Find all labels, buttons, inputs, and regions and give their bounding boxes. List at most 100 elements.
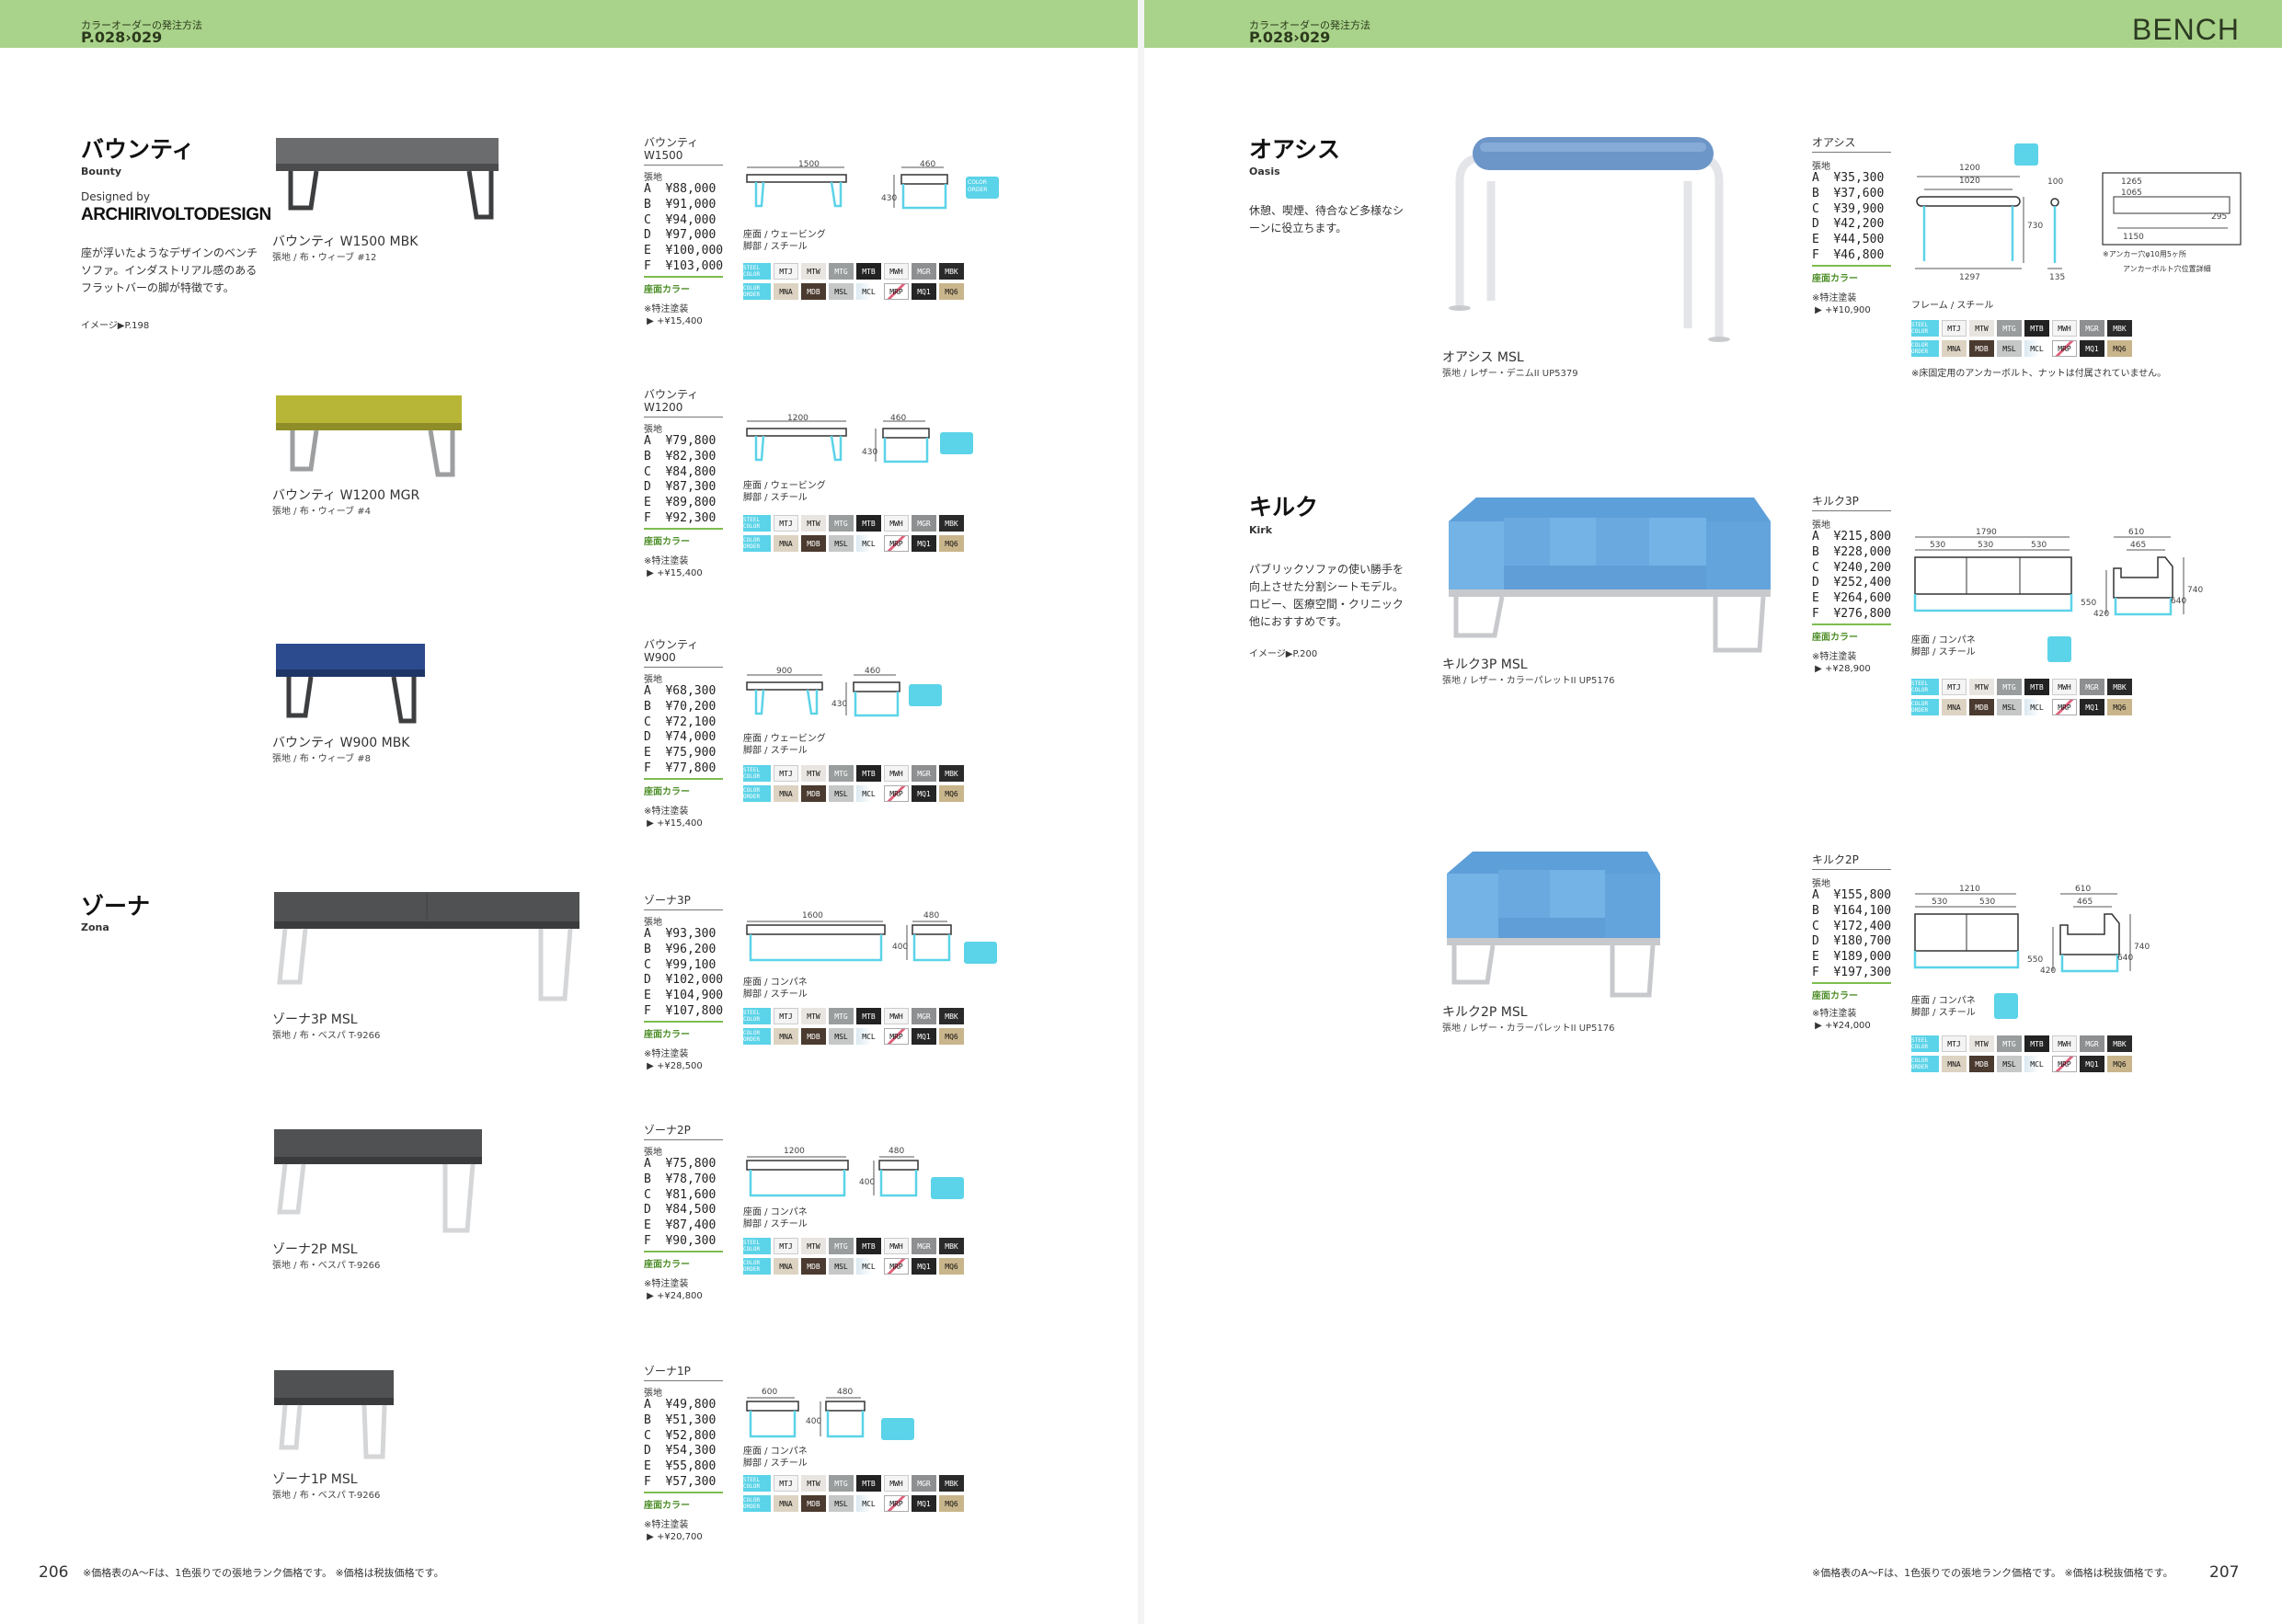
swatch-mbk[interactable]: MBK xyxy=(939,263,964,280)
swatch-mq1[interactable]: MQ1 xyxy=(912,785,936,802)
swatch-mbk[interactable]: MBK xyxy=(939,515,964,532)
swatch-mtb[interactable]: MTB xyxy=(856,1008,881,1024)
swatch-mtb[interactable]: MTB xyxy=(856,1238,881,1254)
swatch-mtj[interactable]: MTJ xyxy=(1942,679,1967,695)
swatch-msl[interactable]: MSL xyxy=(1997,699,2022,715)
swatch-mcl[interactable]: MCL xyxy=(856,1028,881,1045)
swatch-mcl[interactable]: MCL xyxy=(856,1495,881,1512)
swatch-mcl[interactable]: MCL xyxy=(856,535,881,552)
swatch-mtj[interactable]: MTJ xyxy=(774,765,798,782)
swatch-mna[interactable]: MNA xyxy=(774,283,798,300)
swatch-mtj[interactable]: MTJ xyxy=(1942,320,1967,337)
swatch-mbk[interactable]: MBK xyxy=(2107,320,2132,337)
swatch-mtj[interactable]: MTJ xyxy=(774,515,798,532)
swatch-mtg[interactable]: MTG xyxy=(829,1238,854,1254)
swatch-mtg[interactable]: MTG xyxy=(829,1475,854,1492)
swatch-mtj[interactable]: MTJ xyxy=(774,1238,798,1254)
swatch-mq6[interactable]: MQ6 xyxy=(939,1028,964,1045)
swatch-mtg[interactable]: MTG xyxy=(829,1008,854,1024)
swatch-mbk[interactable]: MBK xyxy=(2107,679,2132,695)
swatch-mtg[interactable]: MTG xyxy=(829,765,854,782)
swatch-mtb[interactable]: MTB xyxy=(856,1475,881,1492)
swatch-mq1[interactable]: MQ1 xyxy=(912,1028,936,1045)
swatch-mtw[interactable]: MTW xyxy=(1969,320,1994,337)
swatch-mrp[interactable]: MRP xyxy=(884,785,909,802)
swatch-mgr[interactable]: MGR xyxy=(2080,679,2104,695)
swatch-mtg[interactable]: MTG xyxy=(829,263,854,280)
swatch-mtj[interactable]: MTJ xyxy=(1942,1035,1967,1052)
swatch-mcl[interactable]: MCL xyxy=(856,785,881,802)
swatch-mtw[interactable]: MTW xyxy=(801,1238,826,1254)
swatch-mwh[interactable]: MWH xyxy=(884,1238,909,1254)
swatch-msl[interactable]: MSL xyxy=(829,535,854,552)
swatch-mtb[interactable]: MTB xyxy=(2024,1035,2049,1052)
bounty-image-ref[interactable]: イメージ▶P.198 xyxy=(81,321,150,331)
swatch-mq6[interactable]: MQ6 xyxy=(939,1258,964,1275)
swatch-mtb[interactable]: MTB xyxy=(2024,320,2049,337)
swatch-mwh[interactable]: MWH xyxy=(884,263,909,280)
swatch-mbk[interactable]: MBK xyxy=(939,1008,964,1024)
swatch-mtb[interactable]: MTB xyxy=(856,765,881,782)
swatch-mcl[interactable]: MCL xyxy=(856,1258,881,1275)
swatch-mna[interactable]: MNA xyxy=(774,535,798,552)
swatch-mgr[interactable]: MGR xyxy=(912,765,936,782)
swatch-mbk[interactable]: MBK xyxy=(939,1475,964,1492)
swatch-mgr[interactable]: MGR xyxy=(912,263,936,280)
swatch-mrp[interactable]: MRP xyxy=(884,1258,909,1275)
swatch-mrp[interactable]: MRP xyxy=(884,1495,909,1512)
swatch-mtw[interactable]: MTW xyxy=(801,1475,826,1492)
swatch-mwh[interactable]: MWH xyxy=(884,1008,909,1024)
swatch-mq1[interactable]: MQ1 xyxy=(912,535,936,552)
swatch-mna[interactable]: MNA xyxy=(774,1495,798,1512)
swatch-mdb[interactable]: MDB xyxy=(801,283,826,300)
swatch-mwh[interactable]: MWH xyxy=(884,765,909,782)
swatch-mbk[interactable]: MBK xyxy=(2107,1035,2132,1052)
swatch-mdb[interactable]: MDB xyxy=(1969,699,1994,715)
swatch-mrp[interactable]: MRP xyxy=(2052,699,2077,715)
swatch-msl[interactable]: MSL xyxy=(829,1258,854,1275)
swatch-mq6[interactable]: MQ6 xyxy=(2107,699,2132,715)
swatch-mdb[interactable]: MDB xyxy=(1969,340,1994,357)
swatch-mtb[interactable]: MTB xyxy=(856,263,881,280)
swatch-mna[interactable]: MNA xyxy=(1942,699,1967,715)
swatch-mdb[interactable]: MDB xyxy=(801,785,826,802)
swatch-mtw[interactable]: MTW xyxy=(801,515,826,532)
swatch-mq1[interactable]: MQ1 xyxy=(2080,340,2104,357)
swatch-mgr[interactable]: MGR xyxy=(2080,320,2104,337)
swatch-mcl[interactable]: MCL xyxy=(2024,699,2049,715)
swatch-mdb[interactable]: MDB xyxy=(1969,1056,1994,1072)
swatch-mtw[interactable]: MTW xyxy=(1969,679,1994,695)
swatch-mcl[interactable]: MCL xyxy=(2024,340,2049,357)
swatch-mtg[interactable]: MTG xyxy=(1997,320,2022,337)
swatch-mna[interactable]: MNA xyxy=(1942,1056,1967,1072)
swatch-mq1[interactable]: MQ1 xyxy=(912,1258,936,1275)
swatch-mtb[interactable]: MTB xyxy=(2024,679,2049,695)
swatch-mna[interactable]: MNA xyxy=(774,785,798,802)
swatch-mgr[interactable]: MGR xyxy=(912,515,936,532)
swatch-mbk[interactable]: MBK xyxy=(939,765,964,782)
swatch-mq6[interactable]: MQ6 xyxy=(939,785,964,802)
swatch-mq1[interactable]: MQ1 xyxy=(2080,1056,2104,1072)
swatch-mwh[interactable]: MWH xyxy=(2052,320,2077,337)
swatch-mwh[interactable]: MWH xyxy=(884,1475,909,1492)
swatch-mrp[interactable]: MRP xyxy=(884,283,909,300)
swatch-mq6[interactable]: MQ6 xyxy=(2107,340,2132,357)
swatch-mbk[interactable]: MBK xyxy=(939,1238,964,1254)
swatch-mrp[interactable]: MRP xyxy=(2052,340,2077,357)
swatch-mgr[interactable]: MGR xyxy=(2080,1035,2104,1052)
swatch-mtw[interactable]: MTW xyxy=(801,1008,826,1024)
swatch-msl[interactable]: MSL xyxy=(829,1028,854,1045)
swatch-mdb[interactable]: MDB xyxy=(801,1495,826,1512)
swatch-mtj[interactable]: MTJ xyxy=(774,263,798,280)
swatch-mtb[interactable]: MTB xyxy=(856,515,881,532)
header-page-left[interactable]: P.028›029 xyxy=(81,29,163,46)
swatch-mna[interactable]: MNA xyxy=(774,1258,798,1275)
swatch-mwh[interactable]: MWH xyxy=(2052,679,2077,695)
swatch-mrp[interactable]: MRP xyxy=(884,1028,909,1045)
kirk-image-ref[interactable]: イメージ▶P.200 xyxy=(1249,649,1318,659)
swatch-msl[interactable]: MSL xyxy=(1997,1056,2022,1072)
swatch-mdb[interactable]: MDB xyxy=(801,1028,826,1045)
swatch-msl[interactable]: MSL xyxy=(829,785,854,802)
swatch-mrp[interactable]: MRP xyxy=(884,535,909,552)
swatch-mq1[interactable]: MQ1 xyxy=(912,1495,936,1512)
